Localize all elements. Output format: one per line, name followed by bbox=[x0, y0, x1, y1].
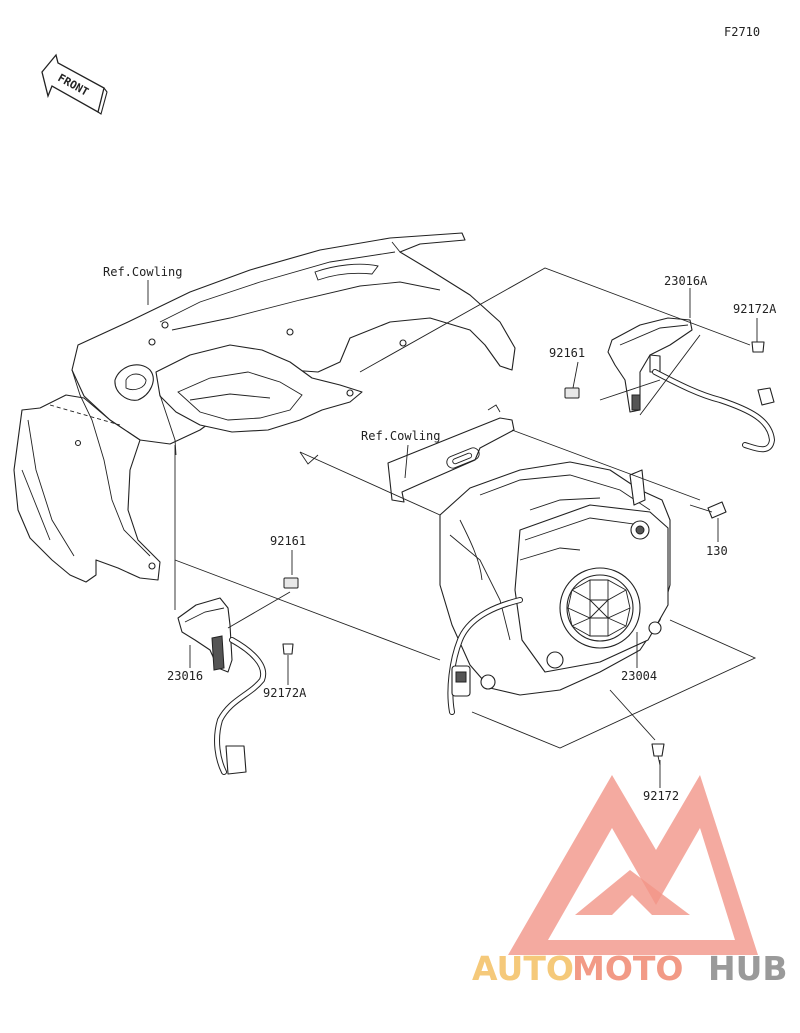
part-number-92172A-left: 92172A bbox=[263, 686, 307, 700]
leader-lines bbox=[147, 267, 758, 788]
part-number-130: 130 bbox=[706, 544, 728, 558]
svg-text:MOTO: MOTO bbox=[572, 949, 683, 988]
part-number-92172: 92172 bbox=[643, 789, 679, 803]
rubber-damper-right bbox=[564, 387, 580, 399]
screw-92172A-right bbox=[751, 341, 765, 353]
figure-code: F2710 bbox=[724, 25, 760, 39]
screw-92172A-left bbox=[282, 643, 294, 655]
part-number-23004: 23004 bbox=[621, 669, 657, 683]
rubber-damper-left bbox=[283, 577, 299, 589]
ref-cowling-label-upper: Ref.Cowling bbox=[103, 265, 182, 279]
reflector-grid bbox=[567, 579, 631, 637]
part-number-92161-right: 92161 bbox=[549, 346, 585, 360]
svg-text:HUB: HUB bbox=[708, 949, 788, 988]
watermark-logo bbox=[508, 775, 758, 955]
turn-signal-left bbox=[177, 577, 299, 775]
part-number-23016A: 23016A bbox=[664, 274, 708, 288]
turn-signal-right bbox=[564, 317, 776, 453]
headlight-bracket bbox=[387, 404, 515, 503]
part-number-92172A-right: 92172A bbox=[733, 302, 777, 316]
part-number-92161-left: 92161 bbox=[270, 534, 306, 548]
part-number-23016: 23016 bbox=[167, 669, 203, 683]
screw-92172 bbox=[651, 743, 665, 766]
upper-cowling bbox=[71, 232, 516, 465]
watermark-text: AUTO MOTO HUB bbox=[472, 949, 788, 988]
front-arrow-icon: FRONT bbox=[41, 53, 108, 115]
ref-cowling-label-bracket: Ref.Cowling bbox=[361, 429, 440, 443]
bolt-130 bbox=[689, 501, 727, 519]
svg-text:AUTO: AUTO bbox=[472, 949, 574, 988]
headlight-assembly bbox=[439, 461, 671, 715]
side-cowling bbox=[13, 321, 177, 583]
